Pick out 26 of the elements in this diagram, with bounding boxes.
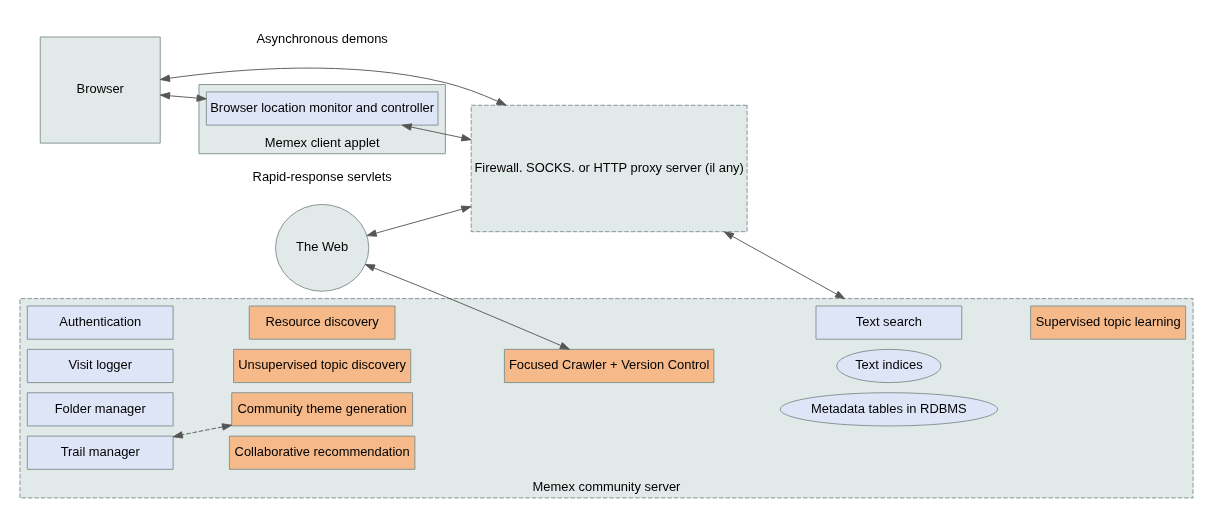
arrow (723, 231, 846, 300)
arrow (159, 92, 207, 102)
arrow (172, 423, 233, 439)
node-box: Collaborative recommendation (228, 435, 416, 470)
arrow (159, 67, 507, 106)
label: Asynchronous demons (256, 30, 388, 46)
node-box: Supervised topic learning (1030, 305, 1187, 340)
label: Rapid-response servlets (252, 169, 392, 185)
node-box: Focused Crawler + Version Control (503, 348, 715, 384)
arrow (366, 205, 472, 237)
node-box: Folder manager (26, 392, 174, 427)
node-box: Resource discovery (248, 305, 396, 340)
arrow (364, 264, 570, 350)
node-circle: The Web (275, 204, 370, 292)
node-box: Authentication (26, 305, 174, 340)
node-box: Text search (815, 305, 963, 340)
node-ellipse: Metadata tables in RDBMS (779, 392, 998, 427)
node-ellipse: Text indices (836, 348, 942, 384)
node-box: Browser location monitor and controller (205, 91, 439, 126)
node-box: Browser (39, 36, 161, 144)
node-box: Visit logger (26, 348, 174, 384)
node-box: Unsupervised topic discovery (233, 348, 412, 384)
node-box: Community theme generation (231, 392, 414, 427)
node-box: Firewall. SOCKS. or HTTP proxy server (il any) (470, 104, 748, 233)
arrow (401, 123, 472, 142)
node-box: Trail manager (26, 435, 174, 470)
